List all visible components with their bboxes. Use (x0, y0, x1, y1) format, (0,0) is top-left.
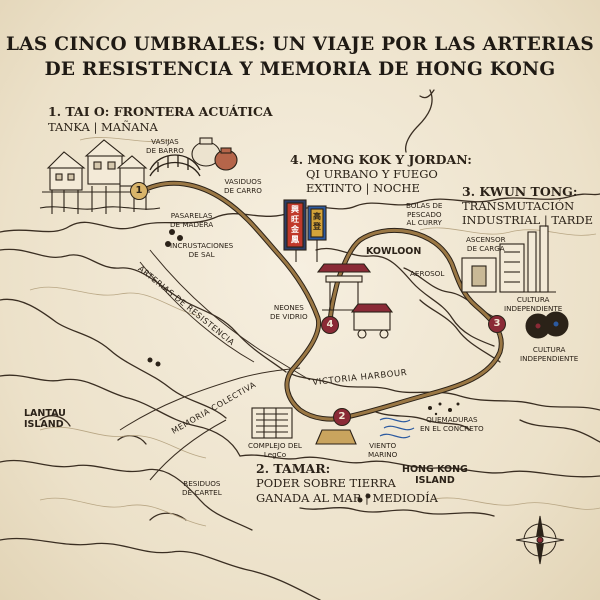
stop4-sub2: EXTINTO | NOCHE (306, 181, 420, 195)
place-hk-island: HONG KONG ISLAND (402, 464, 468, 486)
place-lantau: LANTAU ISLAND (24, 408, 66, 430)
label-aerosol: AEROSOL (410, 269, 445, 278)
stop1-subheading: TANKA | MAÑANA (48, 120, 158, 134)
stop4-heading: 4. MONG KOK Y JORDAN: (290, 152, 472, 167)
neon-sign-1-text: 興 旺 金 鳳 (291, 205, 299, 244)
stop-marker-4[interactable]: 4 (321, 316, 339, 334)
reclaimed-land-illustration (315, 429, 357, 445)
legco-building-illustration (251, 407, 293, 439)
food-stall-illustration (350, 303, 394, 339)
sea-wind-illustration (379, 417, 415, 439)
neon-sign-2-text: 高 登 (313, 212, 321, 231)
neon-signs-illustration (283, 199, 327, 262)
label-ascensor: ASCENSOR DE CARGA (466, 235, 506, 253)
stop-marker-2[interactable]: 2 (333, 408, 351, 426)
coastlines (0, 89, 600, 600)
journey-route-fill (138, 181, 503, 421)
stop2-sub2: GANADA AL MAR | MEDIODÍA (256, 491, 438, 505)
label-residuos: RESIDUOS DE CARTEL (182, 479, 222, 497)
place-kowloon: KOWLOON (366, 246, 422, 257)
trees-illustration (147, 229, 371, 503)
label-quemaduras: QUEMADURAS EN EL CONCRETO (420, 415, 484, 433)
stop1-heading: 1. TAI O: FRONTERA ACUÁTICA (48, 104, 273, 119)
clay-jars-illustration (191, 137, 238, 171)
map-title-line2: DE RESISTENCIA Y MEMORIA DE HONG KONG (44, 59, 556, 80)
stop-marker-3[interactable]: 3 (488, 315, 506, 333)
label-vasijas: VASIJAS DE BARRO (146, 137, 184, 155)
vinyl-records-illustration (525, 311, 569, 339)
label-incrustaciones: INCRUSTACIONES DE SAL (170, 241, 234, 259)
stop3-heading3: INDUSTRIAL | TARDE (462, 213, 594, 227)
stop3-heading2: TRANSMUTACIÓN (462, 199, 575, 213)
stop4-sub1: QI URBANO Y FUEGO (306, 167, 438, 181)
label-neones: NEONES DE VIDRIO (270, 303, 308, 321)
map-title-line1: LAS CINCO UMBRALES: UN VIAJE POR LAS ART… (5, 34, 595, 55)
label-complejo: COMPLEJO DEL LegCo (248, 441, 302, 459)
wooden-bridge-illustration (149, 154, 201, 177)
stop-marker-1[interactable]: 1 (130, 182, 148, 200)
stop2-sub1: PODER SOBRE TIERRA (256, 476, 396, 490)
label-cultura-2: CULTURA INDEPENDIENTE (520, 345, 579, 363)
label-bolas: BOLAS DE PESCADO AL CURRY (406, 201, 443, 227)
temple-gate-illustration (316, 263, 372, 311)
label-cultura-1: CULTURA INDEPENDIENTE (504, 295, 563, 313)
stop2-heading: 2. TAMAR: (256, 461, 331, 476)
compass-rose-icon (515, 515, 565, 565)
label-vasiduos: VASIDUOS DE CARRO (224, 177, 262, 195)
label-pasarelas: PASARELAS DE MADERA (170, 211, 214, 229)
factory-illustration (461, 225, 556, 293)
stop3-heading1: 3. KWUN TONG: (462, 184, 578, 199)
label-viento: VIENTO MARINO (368, 441, 398, 459)
stilt-houses-illustration (39, 139, 161, 214)
burn-marks-illustration (428, 402, 460, 416)
